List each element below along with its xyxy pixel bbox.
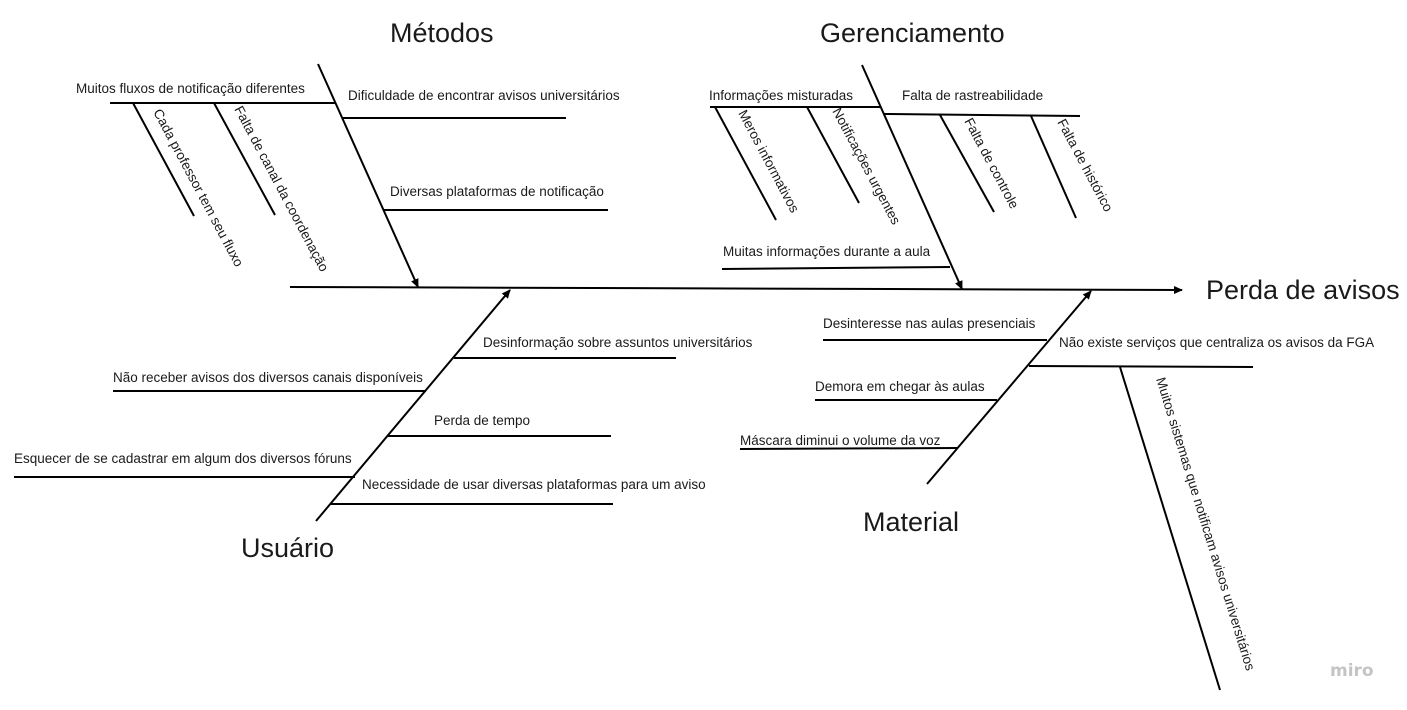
- label-esquecer: Esquecer de se cadastrar em algum dos di…: [14, 451, 352, 466]
- branch-nao-existe: [1028, 365, 1254, 368]
- category-title-usuario: Usuário: [241, 533, 334, 563]
- branch-meros-informativos: [714, 106, 777, 221]
- branch-muitas-informacoes: [721, 266, 951, 270]
- label-mascara: Máscara diminui o volume da voz: [740, 433, 941, 448]
- spine: [289, 285, 1183, 294]
- label-muitas-informacoes: Muitas informações durante a aula: [723, 244, 931, 259]
- label-falta-canal: Falta de canal da coordenação: [231, 103, 331, 274]
- bone-metodos: [317, 63, 419, 288]
- category-title-metodos: Métodos: [390, 18, 494, 48]
- branch-falta-controle: [939, 114, 995, 213]
- label-dificuldade: Dificuldade de encontrar avisos universi…: [348, 88, 620, 103]
- category-title-material: Material: [863, 507, 959, 537]
- branch-muitos-sistemas: [1119, 366, 1221, 691]
- label-falta-controle: Falta de controle: [961, 115, 1021, 211]
- label-perda-tempo: Perda de tempo: [434, 413, 530, 428]
- label-muitos-fluxos: Muitos fluxos de notificação diferentes: [76, 81, 305, 96]
- label-nao-existe: Não existe serviços que centraliza os av…: [1059, 335, 1374, 350]
- label-cada-professor: Cada professor tem seu fluxo: [150, 106, 246, 269]
- bone-usuario: [315, 289, 511, 522]
- branch-falta-canal: [213, 102, 276, 216]
- branch-falta-rastreabilidade: [883, 113, 1081, 117]
- bone-material: [926, 290, 1092, 485]
- label-demora: Demora em chegar às aulas: [815, 379, 985, 394]
- label-falta-historico: Falta de histórico: [1054, 116, 1116, 214]
- label-notificacoes-urgentes: Notificações urgentes: [829, 105, 903, 227]
- branch-mascara: [739, 447, 958, 450]
- label-falta-rastreabilidade: Falta de rastreabilidade: [902, 88, 1043, 103]
- label-diversas-plataformas: Diversas plataformas de notificação: [390, 184, 604, 199]
- label-necessidade: Necessidade de usar diversas plataformas…: [362, 477, 706, 492]
- branch-falta-historico: [1030, 115, 1077, 219]
- label-desinformacao: Desinformação sobre assuntos universitár…: [483, 335, 753, 350]
- label-nao-receber: Não receber avisos dos diversos canais d…: [113, 370, 423, 385]
- category-title-gerenciamento: Gerenciamento: [820, 18, 1005, 48]
- bone-gerenciamento: [861, 64, 963, 290]
- label-info-misturadas: Informações misturadas: [709, 88, 853, 103]
- effect-label: Perda de avisos: [1206, 275, 1400, 305]
- label-desinteresse: Desinteresse nas aulas presenciais: [823, 316, 1036, 331]
- miro-logo: miro: [1330, 661, 1374, 681]
- branch-cada-professor: [132, 102, 195, 217]
- branch-notificacoes-urgentes: [806, 106, 860, 204]
